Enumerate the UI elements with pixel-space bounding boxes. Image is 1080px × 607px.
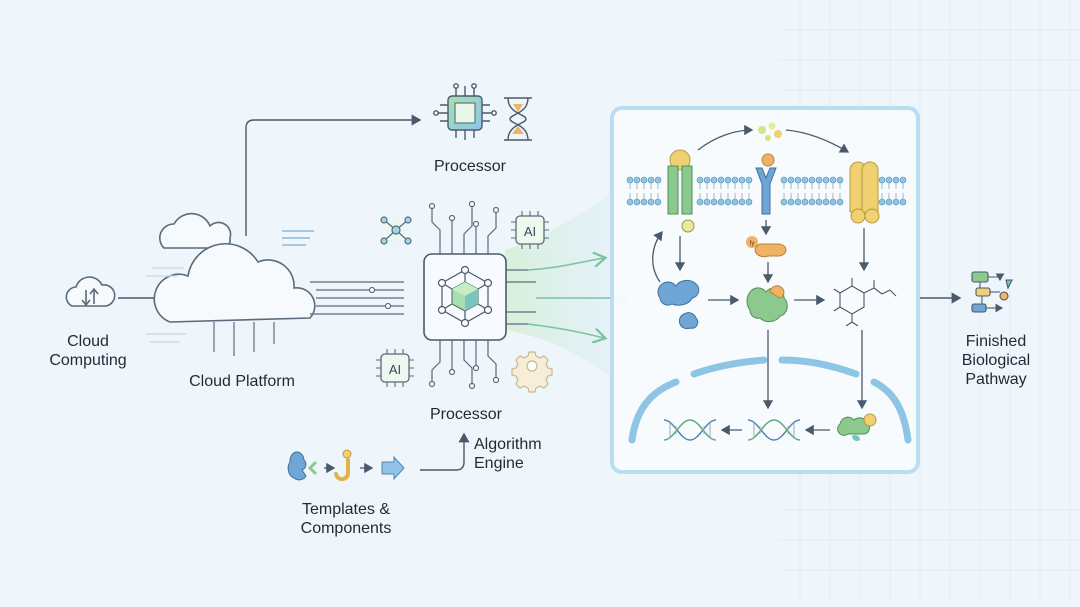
dna-icon	[663, 419, 717, 441]
lipid-head	[633, 198, 641, 206]
label-algorithm-engine: Algorithm Engine	[474, 436, 542, 472]
membrane-receptor-icon-2	[755, 153, 777, 215]
lipid-head	[731, 176, 739, 184]
lipid-head	[633, 176, 641, 184]
lipid-head	[892, 176, 900, 184]
ligand-dots	[758, 122, 782, 141]
platform-bus-wires	[310, 281, 404, 315]
label-processor-top: Processor	[433, 158, 507, 175]
dna-icon-2	[747, 419, 801, 441]
lipid-head	[738, 198, 746, 206]
ai-chip-icon: AI	[508, 208, 552, 252]
lipid-head	[626, 198, 634, 206]
lipid-head	[640, 198, 648, 206]
protein-complex-icon: fy	[746, 236, 788, 323]
lipid-head	[703, 176, 711, 184]
lipid-head	[878, 176, 886, 184]
lipid-head	[647, 176, 655, 184]
lipid-head	[717, 176, 725, 184]
lipid-head	[787, 198, 795, 206]
lipid-head	[885, 198, 893, 206]
membrane-receptor-icon-3	[849, 161, 880, 224]
lipid-head	[780, 198, 788, 206]
connector-platform-to-processor-top	[245, 114, 422, 236]
label-finished-pathway: Finished Biological Pathway	[961, 333, 1031, 388]
lipid-head	[878, 198, 886, 206]
lipid-head	[794, 176, 802, 184]
lipid-head	[808, 198, 816, 206]
lipid-head	[731, 198, 739, 206]
lipid-head	[654, 198, 662, 206]
lipid-head	[899, 198, 907, 206]
lipid-head	[717, 198, 725, 206]
lipid-head	[780, 176, 788, 184]
connector-templates-to-engine	[420, 432, 470, 471]
lipid-head	[703, 198, 711, 206]
ai-chip-icon-lower: AI	[373, 346, 417, 390]
workflow-icon	[971, 271, 1013, 313]
lipid-head	[801, 198, 809, 206]
gear-icon	[511, 350, 553, 393]
lipid-head	[885, 176, 893, 184]
cloud-platform-icon	[146, 212, 316, 356]
lipid-head	[822, 198, 830, 206]
lipid-head	[696, 198, 704, 206]
label-processor-center: Processor	[429, 406, 503, 423]
lipid-head	[745, 176, 753, 184]
membrane-receptor-icon	[667, 149, 695, 233]
lipid-head	[647, 198, 655, 206]
lipid-head	[815, 198, 823, 206]
lipid-head	[654, 176, 662, 184]
lipid-head	[829, 198, 837, 206]
lipid-head	[710, 198, 718, 206]
lipid-head	[696, 176, 704, 184]
lipid-head	[892, 198, 900, 206]
cpu-chip-icon	[433, 83, 497, 140]
label-cloud-platform: Cloud Platform	[189, 373, 295, 390]
lipid-head	[815, 176, 823, 184]
ai-badge-label: AI	[524, 224, 536, 239]
template-components-icons	[287, 449, 405, 482]
label-templates-components: Templates & Components	[300, 501, 392, 537]
molecule-structure-icon	[833, 278, 897, 327]
label-cloud-computing: Cloud Computing	[49, 333, 127, 369]
cube-processor-icon	[423, 200, 536, 390]
ligand-label: fy	[750, 241, 755, 247]
lipid-head	[794, 198, 802, 206]
lipid-head	[836, 198, 844, 206]
lipid-head	[899, 176, 907, 184]
lipid-head	[808, 176, 816, 184]
ai-badge-label-2: AI	[389, 362, 401, 377]
protein-icon	[657, 279, 700, 330]
lipid-head	[836, 176, 844, 184]
hourglass-icon	[504, 97, 532, 141]
signal-arcs	[652, 124, 850, 283]
lipid-head	[724, 176, 732, 184]
lipid-head	[710, 176, 718, 184]
nuclear-envelope	[628, 356, 912, 444]
pathway-arrows	[674, 220, 870, 436]
cell-membrane	[626, 176, 907, 206]
transcription-factor-icon	[837, 413, 877, 441]
network-node-icon	[376, 210, 416, 250]
lipid-head	[801, 176, 809, 184]
lipid-head	[745, 198, 753, 206]
lipid-head	[822, 176, 830, 184]
lipid-head	[724, 198, 732, 206]
lipid-head	[829, 176, 837, 184]
lipid-head	[626, 176, 634, 184]
lipid-head	[738, 176, 746, 184]
lipid-head	[787, 176, 795, 184]
cloud-download-icon	[65, 276, 116, 307]
lipid-head	[640, 176, 648, 184]
